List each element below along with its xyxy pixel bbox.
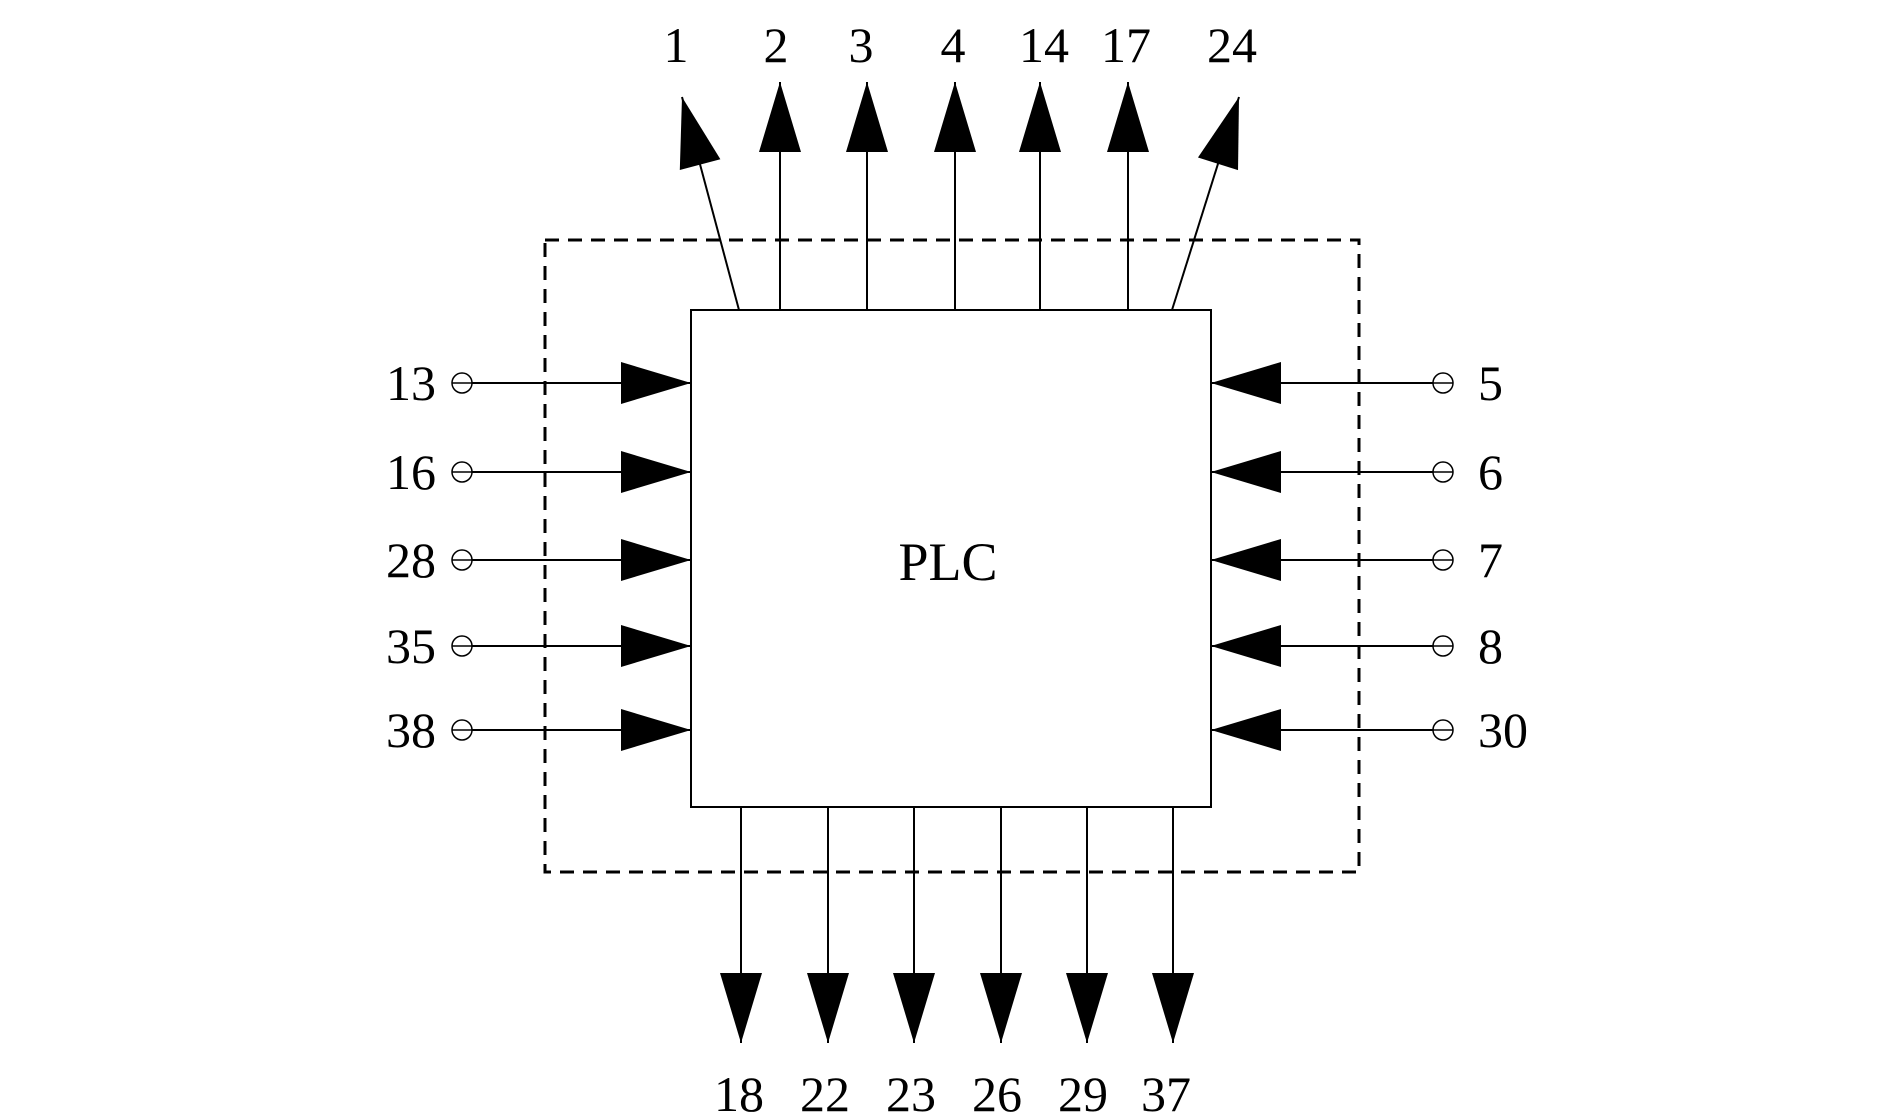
- input-label-8: 8: [1478, 618, 1503, 674]
- input-35-arrowhead: [621, 625, 691, 667]
- output-label-29: 29: [1058, 1066, 1108, 1119]
- output-2-arrowhead: [759, 82, 801, 152]
- output-label-18: 18: [714, 1066, 764, 1119]
- output-label-22: 22: [800, 1066, 850, 1119]
- input-label-16: 16: [386, 444, 436, 500]
- output-label-37: 37: [1141, 1066, 1191, 1119]
- output-label-24: 24: [1207, 17, 1257, 73]
- input-label-7: 7: [1478, 532, 1503, 588]
- input-38-arrowhead: [621, 709, 691, 751]
- output-label-26: 26: [972, 1066, 1022, 1119]
- output-label-17: 17: [1101, 17, 1151, 73]
- output-3-arrowhead: [846, 82, 888, 152]
- output-label-1: 1: [664, 17, 689, 73]
- output-22-arrowhead: [807, 973, 849, 1043]
- output-1-arrowhead: [679, 97, 721, 171]
- input-label-5: 5: [1478, 355, 1503, 411]
- input-6-arrowhead: [1211, 451, 1281, 493]
- dashed-boundary: [543, 238, 1361, 874]
- input-label-28: 28: [386, 532, 436, 588]
- output-18-arrowhead: [720, 973, 762, 1043]
- output-4-arrowhead: [934, 82, 976, 152]
- input-16-arrowhead: [621, 451, 691, 493]
- output-26-arrowhead: [980, 973, 1022, 1043]
- output-29-arrowhead: [1066, 973, 1108, 1043]
- plc-block: [690, 309, 1212, 808]
- input-13-arrowhead: [621, 362, 691, 404]
- input-label-30: 30: [1478, 702, 1528, 758]
- input-28-arrowhead: [621, 539, 691, 581]
- output-label-14: 14: [1019, 17, 1069, 73]
- plc-label: PLC: [898, 532, 997, 592]
- input-30-arrowhead: [1211, 709, 1281, 751]
- input-label-35: 35: [386, 618, 436, 674]
- input-label-38: 38: [386, 702, 436, 758]
- output-24-arrowhead: [1197, 97, 1239, 171]
- output-label-3: 3: [849, 17, 874, 73]
- output-37-arrowhead: [1152, 973, 1194, 1043]
- output-14-arrowhead: [1019, 82, 1061, 152]
- output-17-arrowhead: [1107, 82, 1149, 152]
- input-label-6: 6: [1478, 444, 1503, 500]
- input-8-arrowhead: [1211, 625, 1281, 667]
- output-label-2: 2: [764, 17, 789, 73]
- output-23-arrowhead: [893, 973, 935, 1043]
- output-label-23: 23: [886, 1066, 936, 1119]
- input-5-arrowhead: [1211, 362, 1281, 404]
- output-label-4: 4: [941, 17, 966, 73]
- input-7-arrowhead: [1211, 539, 1281, 581]
- input-label-13: 13: [386, 355, 436, 411]
